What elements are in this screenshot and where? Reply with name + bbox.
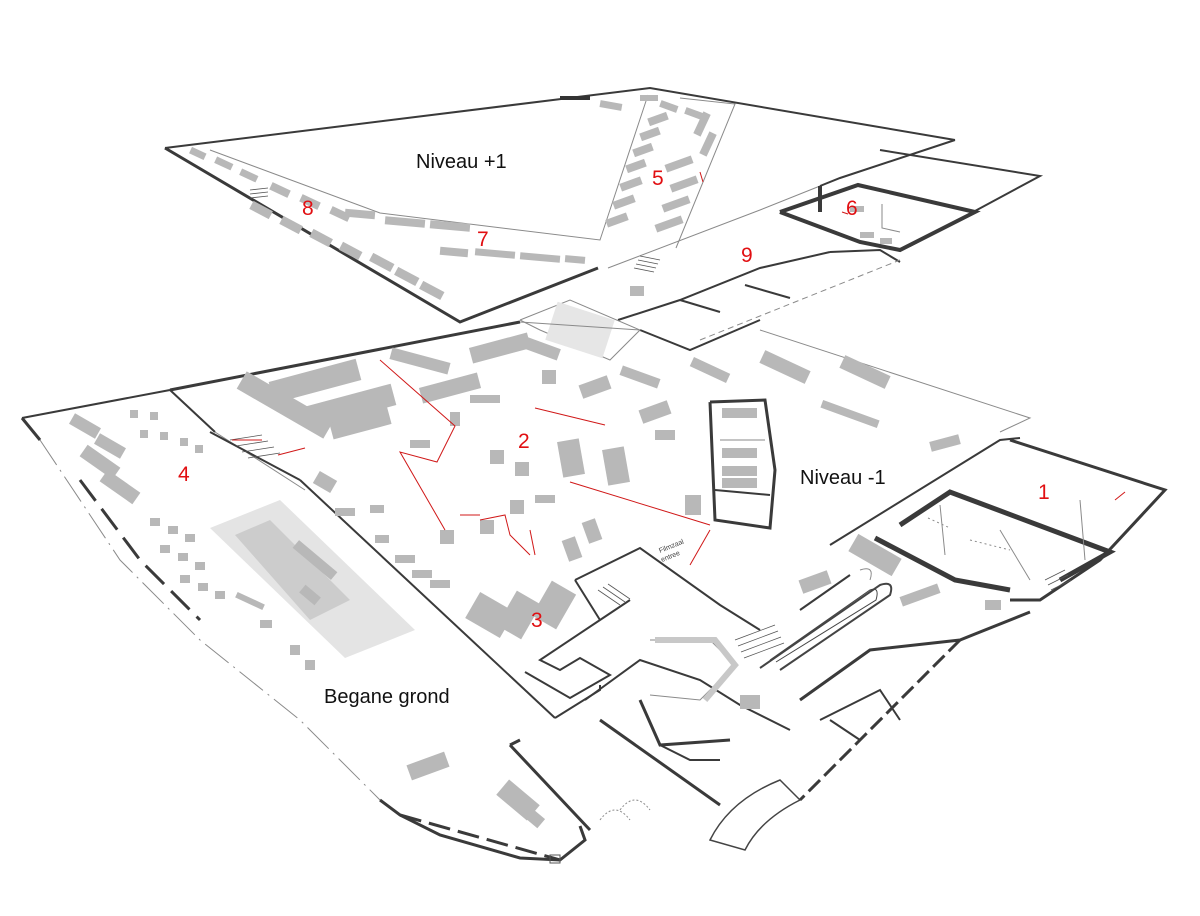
level-upper-plan — [164, 86, 1044, 361]
zone-number-1: 1 — [1038, 481, 1050, 504]
zone-number-4: 4 — [178, 463, 190, 486]
level-label-lower: Niveau -1 — [800, 467, 886, 489]
zone-number-6: 6 — [846, 197, 858, 220]
zone-number-7: 7 — [477, 228, 489, 251]
zone-number-9: 9 — [741, 244, 753, 267]
zone-number-8: 8 — [302, 197, 314, 220]
zone-number-5: 5 — [652, 167, 664, 190]
level-label-ground: Begane grond — [324, 686, 450, 708]
zone-number-2: 2 — [518, 430, 530, 453]
zone-number-3: 3 — [531, 609, 543, 632]
level-ground-plan — [20, 389, 651, 864]
level-lower-plan: Filmzaal entree — [169, 320, 1168, 851]
level-label-upper: Niveau +1 — [416, 151, 507, 173]
